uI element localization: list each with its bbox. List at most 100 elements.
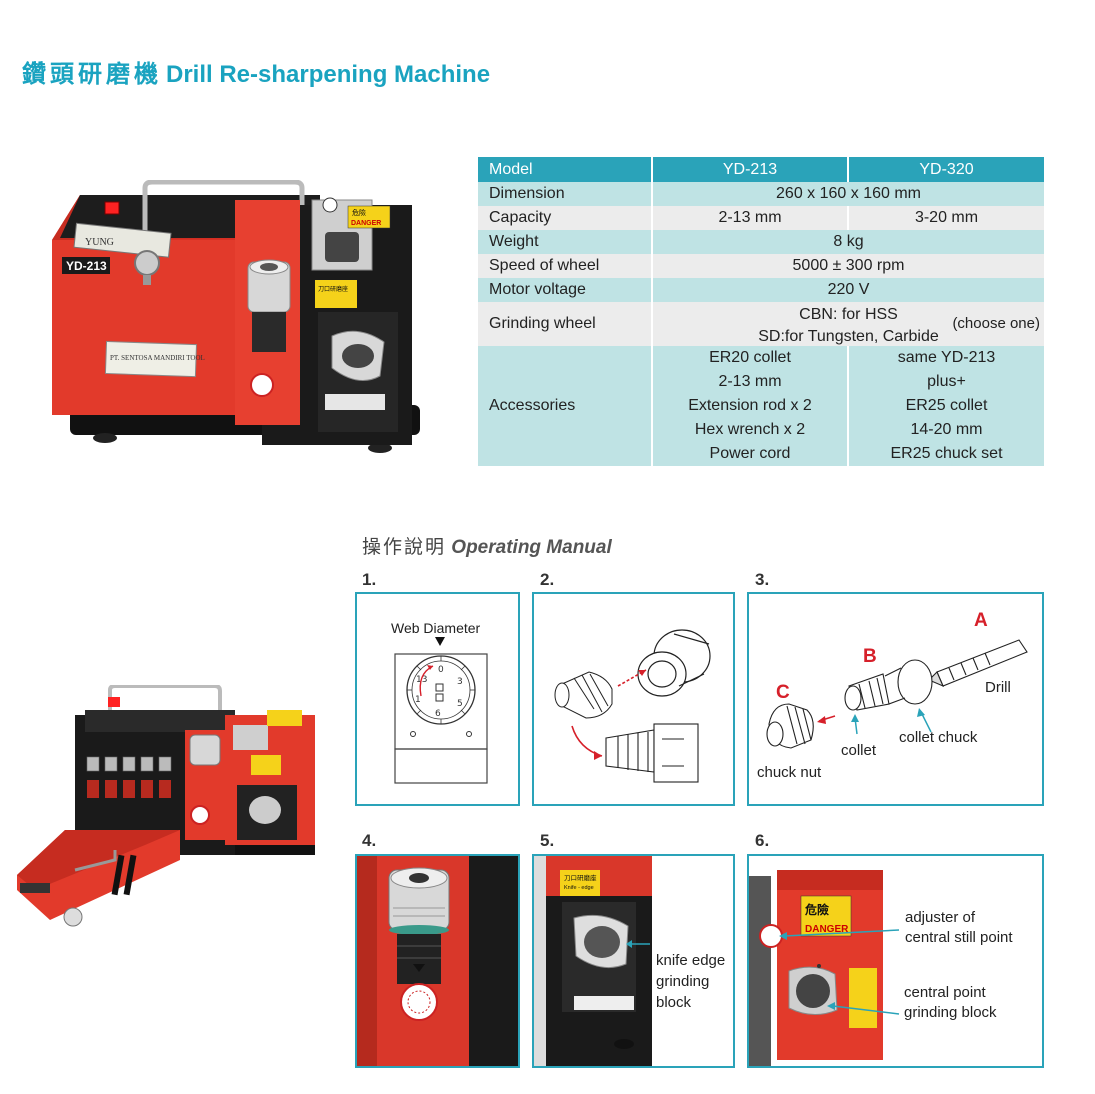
collet-insert-illustration — [554, 629, 711, 783]
chuck-nut-label: chuck nut — [757, 764, 822, 781]
spec-label-dimension: Dimension — [478, 182, 653, 206]
web-diameter-dial-illustration: 0 3 5 6 1 13 — [394, 637, 488, 784]
knife-label-zh: 刀口研磨座 — [318, 285, 348, 293]
spec-label-accessories: Accessories — [478, 346, 653, 466]
collet-assembly-illustration — [766, 639, 1028, 749]
central-point-label: central point grinding block — [904, 983, 997, 1023]
spec-capacity-col2: 3-20 mm — [848, 206, 1044, 230]
svg-text:3: 3 — [457, 677, 463, 687]
step-6-number: 6. — [755, 831, 770, 850]
spec-row-grinding: Grinding wheel CBN: for HSS SD:for Tungs… — [478, 302, 1044, 346]
svg-text:0: 0 — [438, 665, 444, 675]
central-point-block-photo: 危險 DANGER — [749, 856, 1042, 1066]
letter-a: A — [974, 610, 988, 631]
web-diameter-caption: Web Diameter — [391, 620, 481, 636]
accessory-item: plus+ — [927, 373, 966, 390]
step-3-number: 3. — [755, 570, 770, 589]
knife-edge-block-photo: 刀口研磨座 Knife - edge — [534, 856, 733, 1066]
page-title-en: Drill Re-sharpening Machine — [166, 61, 491, 88]
step-4-number: 4. — [362, 831, 377, 850]
collet-chuck-label: collet chuck — [899, 729, 978, 746]
svg-text:5: 5 — [457, 699, 463, 709]
knife-edge-label-line3: block — [656, 994, 692, 1011]
spec-accessories-col1: ER20 collet 2-13 mm Extension rod x 2 He… — [652, 346, 849, 466]
spec-row-accessories: Accessories ER20 collet 2-13 mm Extensio… — [478, 346, 1044, 466]
spec-row-dimension: Dimension 260 x 160 x 160 mm — [478, 182, 1044, 206]
collet-label: collet — [841, 742, 877, 759]
danger-text: DANGER — [351, 220, 381, 227]
chuck-mounted-photo — [357, 856, 518, 1066]
spec-speed-value: 5000 ± 300 rpm — [652, 254, 1044, 278]
central-point-label-line2: grinding block — [904, 1004, 997, 1021]
spec-row-weight: Weight 8 kg — [478, 230, 1044, 254]
sticker-zh: 刀口研磨座 — [564, 873, 597, 882]
accessory-item: Hex wrench x 2 — [694, 421, 806, 438]
dealer-plate-text: PT. SENTOSA MANDIRI TOOL — [110, 354, 205, 362]
step-2-panel — [532, 592, 735, 806]
machine-photo-main: YUNG YD-213 PT. SENTOSA MANDIRI TOOL 危險 … — [40, 179, 425, 458]
step-5-panel: 刀口研磨座 Knife - edge knife edge grinding b… — [532, 854, 735, 1068]
spec-grinding-cell: CBN: for HSS SD:for Tungsten, Carbide (c… — [652, 302, 1044, 346]
spec-row-speed: Speed of wheel 5000 ± 300 rpm — [478, 254, 1044, 278]
accessory-item: ER25 collet — [905, 397, 988, 414]
central-point-label-line1: central point — [904, 984, 986, 1001]
spec-capacity-col1: 2-13 mm — [652, 206, 849, 230]
spec-table: Model YD-213 YD-320 Dimension 260 x 160 … — [478, 157, 1044, 466]
knife-edge-label: knife edge grinding block — [656, 950, 725, 1013]
accessory-item: 2-13 mm — [718, 373, 782, 390]
spec-dimension-value: 260 x 160 x 160 mm — [652, 182, 1044, 206]
letter-c: C — [776, 682, 790, 703]
danger-label: DANGER — [805, 924, 849, 935]
accessory-item: same YD-213 — [897, 349, 996, 366]
adjuster-label-line2: central still point — [905, 929, 1013, 946]
accessory-item: ER20 collet — [709, 349, 791, 366]
step-4-panel — [355, 854, 520, 1068]
model-badge-text: YD-213 — [66, 259, 107, 273]
spec-motor-value: 220 V — [652, 278, 1044, 302]
spec-label-model: Model — [478, 157, 653, 182]
accessory-item: 14-20 mm — [910, 421, 983, 438]
spec-grinding-line2: SD:for Tungsten, Carbide — [758, 328, 939, 345]
drill-label: Drill — [985, 679, 1011, 696]
machine-photo-open — [15, 680, 320, 930]
danger-zh-text: 危險 — [352, 208, 366, 217]
knife-edge-label-line1: knife edge — [656, 952, 726, 969]
step-1-number: 1. — [362, 570, 377, 589]
spec-model-col2: YD-320 — [848, 157, 1044, 182]
danger-zh-label: 危險 — [804, 902, 829, 917]
step-1-panel: Web Diameter 0 3 5 6 1 13 — [355, 592, 520, 806]
svg-text:6: 6 — [435, 709, 441, 719]
accessory-item: Power cord — [709, 445, 791, 462]
accessory-item: ER25 chuck set — [890, 445, 1003, 462]
spec-accessories-col2: same YD-213 plus+ ER25 collet 14-20 mm E… — [848, 346, 1044, 466]
spec-label-capacity: Capacity — [478, 206, 653, 230]
step-5-number: 5. — [540, 831, 555, 850]
brand-plate-text: YUNG — [85, 237, 114, 248]
spec-weight-value: 8 kg — [652, 230, 1044, 254]
step-6-panel: 危險 DANGER adjuster of central still poin… — [747, 854, 1044, 1068]
spec-model-col1: YD-213 — [652, 157, 849, 182]
spec-grinding-note: (choose one) — [952, 315, 1040, 332]
spec-row-motor: Motor voltage 220 V — [478, 278, 1044, 302]
spec-row-model: Model YD-213 YD-320 — [478, 157, 1044, 182]
spec-label-motor: Motor voltage — [478, 278, 653, 302]
step-2-number: 2. — [540, 570, 555, 589]
spec-grinding-line1: CBN: for HSS — [799, 306, 898, 323]
knife-edge-label-line2: grinding — [656, 973, 710, 990]
manual-title-en: Operating Manual — [451, 537, 612, 558]
svg-text:1: 1 — [415, 695, 421, 705]
letter-b: B — [863, 646, 877, 667]
spec-label-grinding: Grinding wheel — [478, 302, 653, 346]
adjuster-label-line1: adjuster of — [905, 909, 976, 926]
manual-title: 操作說明 Operating Manual — [362, 532, 612, 559]
sticker-en: Knife - edge — [564, 885, 594, 891]
adjuster-label: adjuster of central still point — [905, 908, 1013, 948]
accessory-item: Extension rod x 2 — [688, 397, 812, 414]
manual-title-zh: 操作說明 — [362, 536, 447, 558]
spec-row-capacity: Capacity 2-13 mm 3-20 mm — [478, 206, 1044, 230]
page-title-zh: 鑽頭研磨機 — [22, 60, 162, 88]
step-3-panel: A B C Drill collet collet chuck chuck nu… — [747, 592, 1044, 806]
spec-label-speed: Speed of wheel — [478, 254, 653, 278]
spec-label-weight: Weight — [478, 230, 653, 254]
